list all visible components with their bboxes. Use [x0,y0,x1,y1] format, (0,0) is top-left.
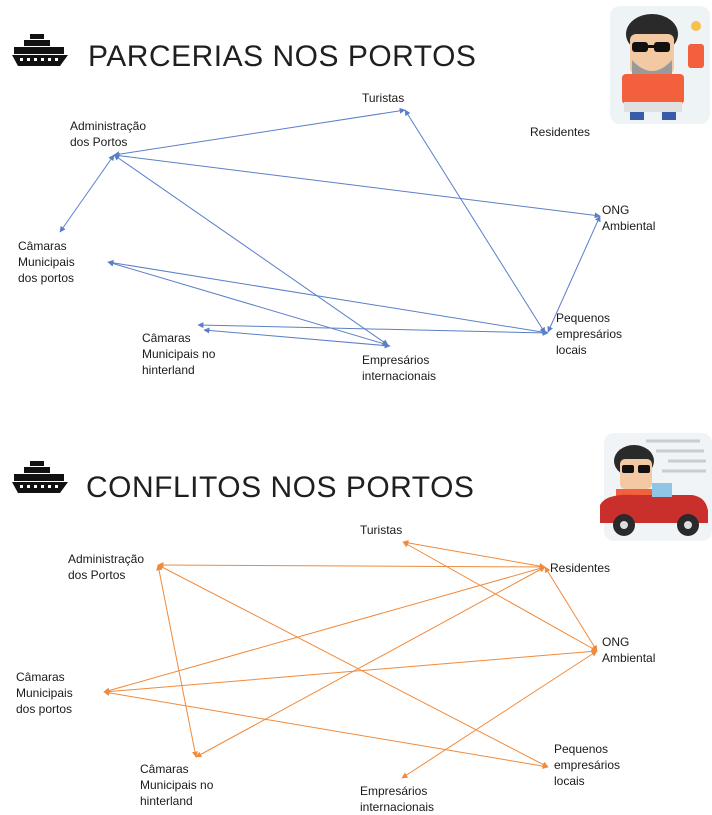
node-residentes: Residentes [550,561,611,575]
edge [547,215,601,333]
node-camaras-hinterland: Câmaras Municipais no hinterland [142,331,216,377]
mascot-drinking-icon [610,6,710,124]
edge [197,322,549,336]
node-camaras-hinterland: Câmaras Municipais no hinterland [140,762,214,808]
edge [404,109,546,334]
node-ong: ONG Ambiental [602,203,656,233]
conflitos-section: CONFLITOS NOS PORTOS Turistas Administra… [0,405,712,814]
node-turistas: Turistas [360,523,403,537]
edge [113,154,389,346]
node-camaras-portos: Câmaras Municipais dos portos [16,670,73,716]
node-admin: Administração dos Portos [68,552,145,582]
node-pequenos-empresarios: Pequenos empresários locais [554,742,621,788]
node-ong: ONG Ambiental [602,635,656,665]
section-title: CONFLITOS NOS PORTOS [86,471,475,504]
node-turistas: Turistas [362,91,405,105]
edge [59,154,115,233]
edge [103,689,549,770]
edge [157,562,546,570]
edge [544,566,598,652]
node-admin: Administração dos Portos [70,119,147,149]
node-pequenos-empresarios: Pequenos empresários locais [556,311,623,357]
ship-icon [12,461,68,493]
edge [113,107,406,158]
node-camaras-portos: Câmaras Municipais dos portos [18,239,75,285]
edge [157,564,549,768]
node-residentes: Residentes [530,125,591,139]
section-title: PARCERIAS NOS PORTOS [88,40,477,73]
parcerias-edges [59,107,601,349]
ship-icon [12,34,68,66]
parcerias-section: PARCERIAS NOS PORTOS Administração dos P… [0,0,712,405]
conflitos-edges [103,539,598,779]
edge [107,259,549,336]
node-empresarios-internacionais: Empresários internacionais [360,784,435,814]
edge [113,152,601,219]
edge [402,541,598,652]
edge [401,650,598,779]
mascot-car-icon [600,433,712,541]
edge [156,564,198,758]
node-empresarios-internacionais: Empresários internacionais [362,353,437,383]
edge [195,566,546,758]
edge [203,327,391,349]
